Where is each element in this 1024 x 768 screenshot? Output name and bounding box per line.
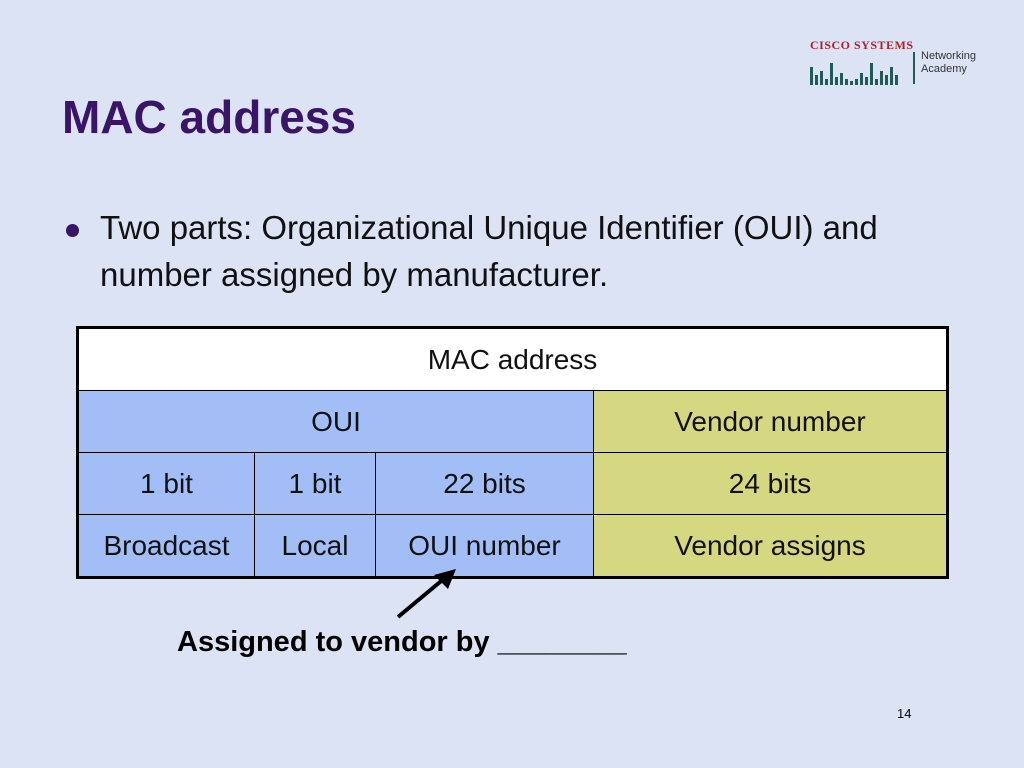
- meaning-cell: Vendor assigns: [593, 514, 948, 578]
- table-row: Broadcast Local OUI number Vendor assign…: [77, 514, 948, 578]
- table-row: OUI Vendor number: [77, 390, 948, 453]
- networking-academy-label: Networking Academy: [921, 50, 977, 75]
- page-number: 14: [897, 706, 912, 721]
- meaning-cell: OUI number: [375, 514, 594, 578]
- slide-title: MAC address: [62, 91, 356, 143]
- vendor-number-cell: Vendor number: [593, 390, 948, 453]
- oui-cell: OUI: [77, 390, 594, 453]
- bullet-point: Two parts: Organizational Unique Identif…: [66, 204, 966, 298]
- logo-divider: [913, 52, 915, 84]
- table-header-cell: MAC address: [77, 327, 948, 391]
- assigned-note: Assigned to vendor by ________: [177, 626, 627, 658]
- table-row: 1 bit 1 bit 22 bits 24 bits: [77, 452, 948, 515]
- meaning-cell: Broadcast: [77, 514, 255, 578]
- size-cell: 1 bit: [77, 452, 255, 515]
- bullet-dot-icon: [66, 224, 79, 237]
- cisco-networking-academy-logo: Cisco Systems Networking Academy: [810, 38, 990, 86]
- cisco-systems-wordmark: Cisco Systems: [810, 38, 914, 52]
- size-cell: 1 bit: [254, 452, 376, 515]
- table-row: MAC address: [77, 327, 948, 391]
- size-cell: 24 bits: [593, 452, 948, 515]
- arrow-up-right-icon: [396, 569, 456, 619]
- meaning-cell: Local: [254, 514, 376, 578]
- bullet-text: Two parts: Organizational Unique Identif…: [100, 209, 878, 293]
- cisco-bars-icon: [810, 63, 898, 85]
- mac-address-table: MAC address OUI Vendor number 1 bit 1 bi…: [76, 326, 949, 579]
- size-cell: 22 bits: [375, 452, 594, 515]
